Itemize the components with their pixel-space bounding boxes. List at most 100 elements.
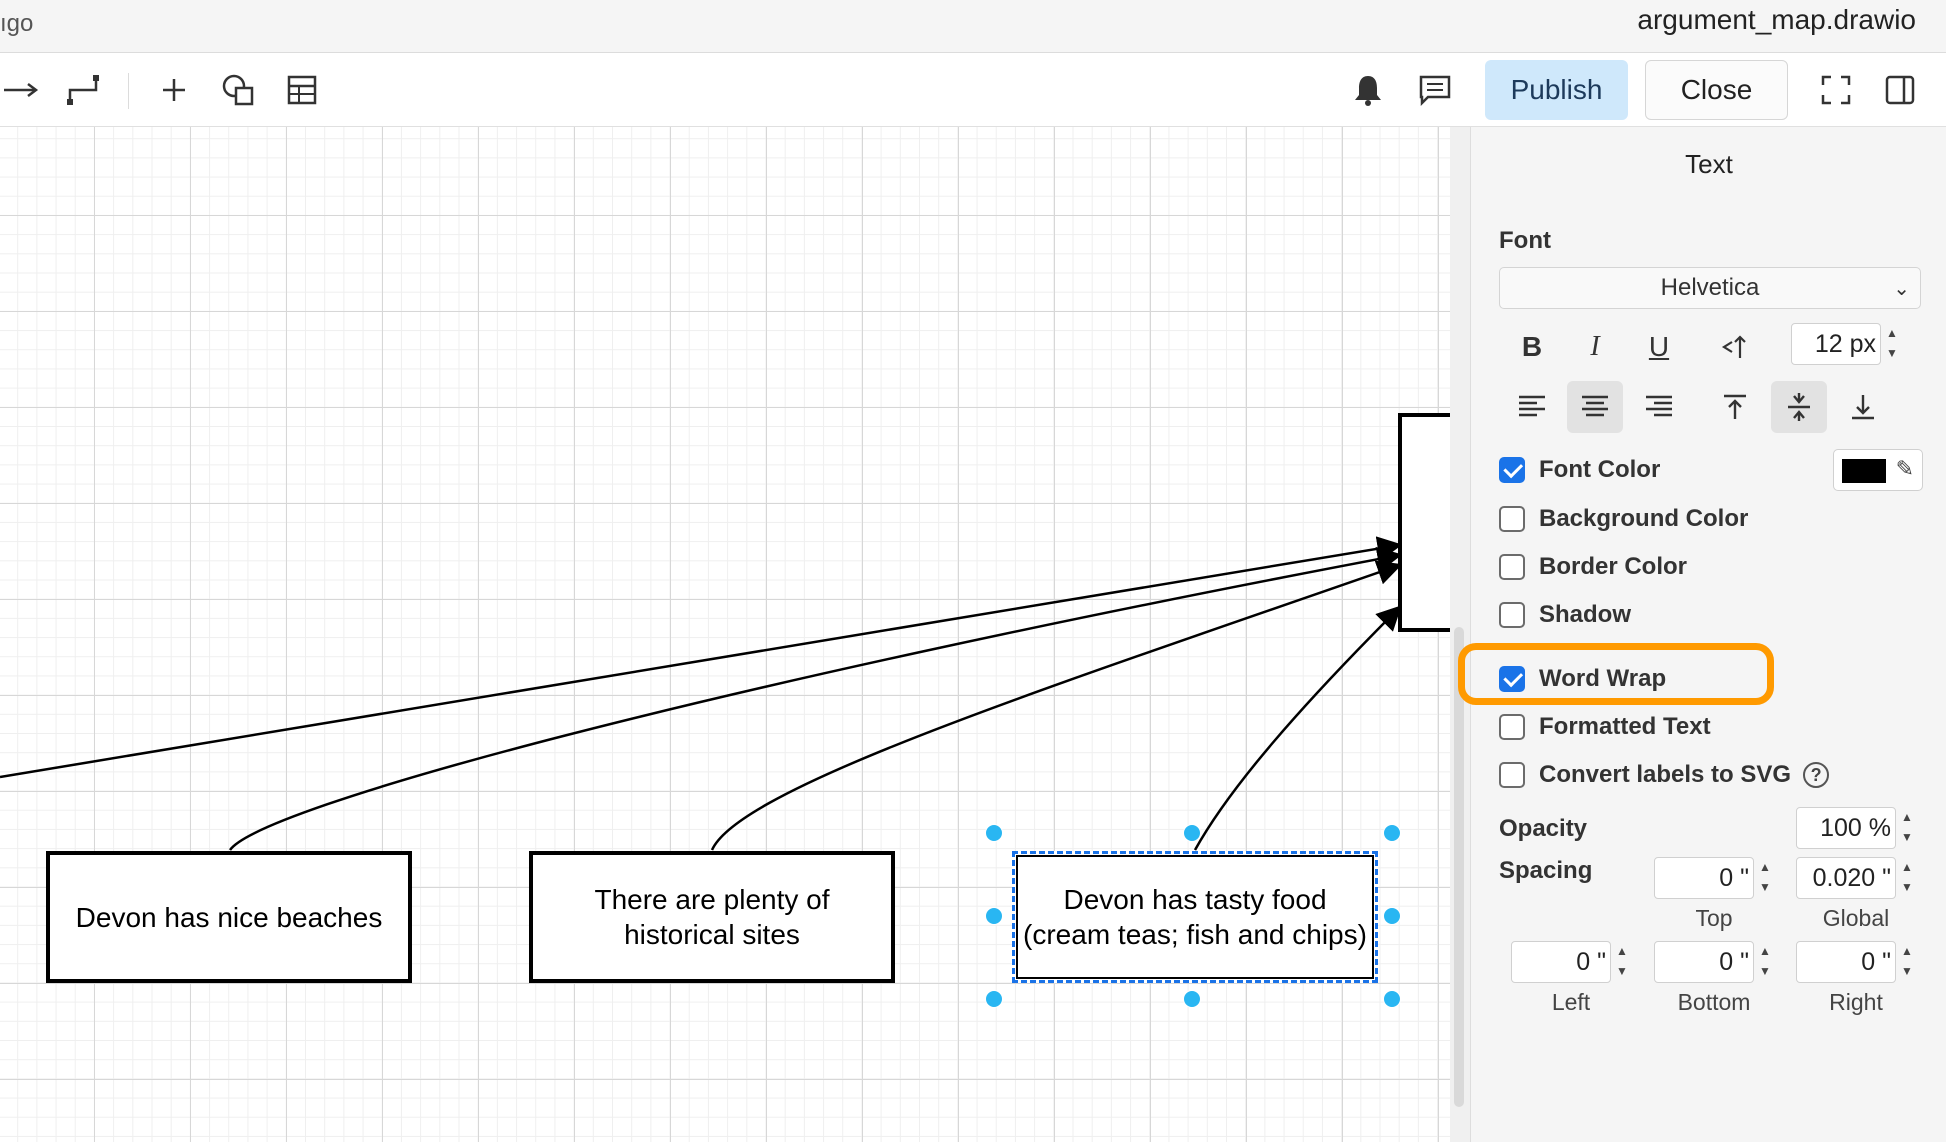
resize-handle-sw[interactable]: [985, 990, 1003, 1008]
align-right-icon[interactable]: [1631, 381, 1687, 433]
convert-svg-checkbox[interactable]: [1499, 762, 1525, 788]
node-historical[interactable]: There are plenty of historical sites: [529, 851, 895, 983]
opacity-label: Opacity: [1499, 815, 1588, 842]
spacing-top-caption: Top: [1695, 905, 1733, 931]
resize-handle-se[interactable]: [1383, 990, 1401, 1008]
spacing-global-stepper[interactable]: ▲▼: [1901, 860, 1913, 894]
spacing-global-input[interactable]: 0.020 ": [1796, 857, 1896, 899]
spacing-bottom-caption: Bottom: [1677, 989, 1751, 1015]
bell-notification-icon[interactable]: [1348, 70, 1388, 110]
resize-handle-w[interactable]: [985, 907, 1003, 925]
chevron-down-icon: ⌄: [1893, 278, 1910, 300]
text-direction-icon[interactable]: [1707, 321, 1763, 373]
scrollbar-thumb[interactable]: [1454, 627, 1464, 1107]
border-color-checkbox[interactable]: [1499, 554, 1525, 580]
align-center-icon[interactable]: [1567, 381, 1623, 433]
font-color-checkbox[interactable]: [1499, 457, 1525, 483]
align-left-icon[interactable]: [1504, 381, 1560, 433]
option-shadow[interactable]: Shadow: [1499, 598, 1631, 632]
eyedropper-icon[interactable]: ✎: [1895, 456, 1914, 481]
resize-handle-e[interactable]: [1383, 907, 1401, 925]
spacing-left-stepper[interactable]: ▲▼: [1616, 944, 1628, 978]
align-top-icon[interactable]: [1707, 381, 1763, 433]
shadow-label: Shadow: [1539, 601, 1632, 628]
edge-offscreen[interactable]: [0, 536, 1403, 779]
shapes-icon[interactable]: [218, 70, 258, 110]
word-wrap-checkbox[interactable]: [1499, 666, 1525, 692]
option-formatted-text[interactable]: Formatted Text: [1499, 710, 1711, 744]
node-food-selected[interactable]: Devon has tasty food (cream teas; fish a…: [1012, 851, 1378, 983]
font-family-value: Helvetica: [1660, 274, 1760, 301]
resize-handle-nw[interactable]: [985, 824, 1003, 842]
node-beaches[interactable]: Devon has nice beaches: [46, 851, 412, 983]
opacity-stepper[interactable]: ▲▼: [1901, 810, 1913, 844]
spacing-label: Spacing: [1499, 857, 1593, 884]
option-background-color[interactable]: Background Color: [1499, 502, 1748, 536]
spacing-right-input[interactable]: 0 ": [1796, 941, 1896, 983]
edge-food[interactable]: [1193, 605, 1402, 851]
font-section-label: Font: [1499, 227, 1551, 254]
table-icon[interactable]: [282, 70, 322, 110]
connection-arrow-icon[interactable]: [2, 70, 42, 110]
help-icon[interactable]: ?: [1803, 762, 1830, 788]
border-color-label: Border Color: [1539, 553, 1688, 580]
diagram-canvas[interactable]: Devon has nice beaches There are plenty …: [0, 127, 1450, 1142]
opacity-input[interactable]: 100 %: [1796, 807, 1896, 849]
title-bar: ıgo argument_map.drawio: [0, 0, 1946, 53]
word-wrap-label: Word Wrap: [1539, 665, 1667, 692]
bold-button[interactable]: B: [1504, 321, 1560, 373]
background-color-label: Background Color: [1539, 505, 1749, 532]
formatted-text-checkbox[interactable]: [1499, 714, 1525, 740]
spacing-right-stepper[interactable]: ▲▼: [1901, 944, 1913, 978]
edge-historical[interactable]: [710, 560, 1403, 851]
edge-beaches[interactable]: [228, 546, 1403, 851]
claim-node-partial[interactable]: [1398, 413, 1450, 632]
background-color-checkbox[interactable]: [1499, 506, 1525, 532]
fullscreen-icon[interactable]: [1816, 70, 1856, 110]
align-bottom-icon[interactable]: [1835, 381, 1891, 433]
resize-handle-ne[interactable]: [1383, 824, 1401, 842]
font-color-preview: [1842, 459, 1886, 483]
resize-handle-s[interactable]: [1183, 990, 1201, 1008]
formatted-text-label: Formatted Text: [1539, 713, 1711, 740]
spacing-bottom-input[interactable]: 0 ": [1654, 941, 1754, 983]
close-button[interactable]: Close: [1645, 60, 1788, 120]
toolbar-separator: [128, 73, 129, 109]
format-panel-toggle-icon[interactable]: [1880, 70, 1920, 110]
font-size-stepper[interactable]: ▲▼: [1886, 326, 1898, 360]
option-word-wrap[interactable]: Word Wrap: [1499, 662, 1666, 696]
font-family-select[interactable]: Helvetica ⌄: [1499, 267, 1921, 309]
waypoint-elbow-icon[interactable]: [64, 70, 104, 110]
italic-button[interactable]: I: [1567, 321, 1623, 373]
convert-svg-label: Convert labels to SVG: [1539, 761, 1792, 788]
tab-text[interactable]: Text: [1685, 149, 1733, 179]
align-middle-icon[interactable]: [1771, 381, 1827, 433]
node-historical-label: There are plenty of historical sites: [594, 884, 830, 950]
option-border-color[interactable]: Border Color: [1499, 550, 1687, 584]
connector-layer: [0, 413, 1450, 851]
spacing-global-caption: Global: [1822, 905, 1890, 931]
plus-insert-icon[interactable]: [154, 70, 194, 110]
underline-glyph: U: [1648, 331, 1670, 362]
publish-button[interactable]: Publish: [1485, 60, 1628, 120]
spacing-left-caption: Left: [1551, 989, 1591, 1015]
italic-glyph: I: [1590, 331, 1600, 362]
underline-button[interactable]: U: [1631, 321, 1687, 373]
spacing-top-stepper[interactable]: ▲▼: [1759, 860, 1771, 894]
spacing-bottom-stepper[interactable]: ▲▼: [1759, 944, 1771, 978]
format-panel: Text Font Helvetica ⌄ B I U 12 px ▲▼ Fon…: [1470, 127, 1946, 1142]
spacing-right-caption: Right: [1829, 989, 1883, 1015]
font-color-swatch[interactable]: ✎: [1833, 449, 1923, 491]
option-convert-svg[interactable]: Convert labels to SVG ?: [1499, 758, 1830, 792]
spacing-left-input[interactable]: 0 ": [1511, 941, 1611, 983]
node-beaches-label: Devon has nice beaches: [75, 901, 383, 933]
node-food-label: Devon has tasty food (cream teas; fish a…: [1023, 884, 1367, 950]
spacing-top-input[interactable]: 0 ": [1654, 857, 1754, 899]
canvas-scrollbar[interactable]: [1450, 127, 1470, 1142]
resize-handle-n[interactable]: [1183, 824, 1201, 842]
font-size-input[interactable]: 12 px: [1791, 323, 1881, 365]
shadow-checkbox[interactable]: [1499, 602, 1525, 628]
option-font-color[interactable]: Font Color: [1499, 453, 1660, 487]
comment-icon[interactable]: [1415, 70, 1455, 110]
document-filename: argument_map.drawio: [1637, 4, 1916, 35]
